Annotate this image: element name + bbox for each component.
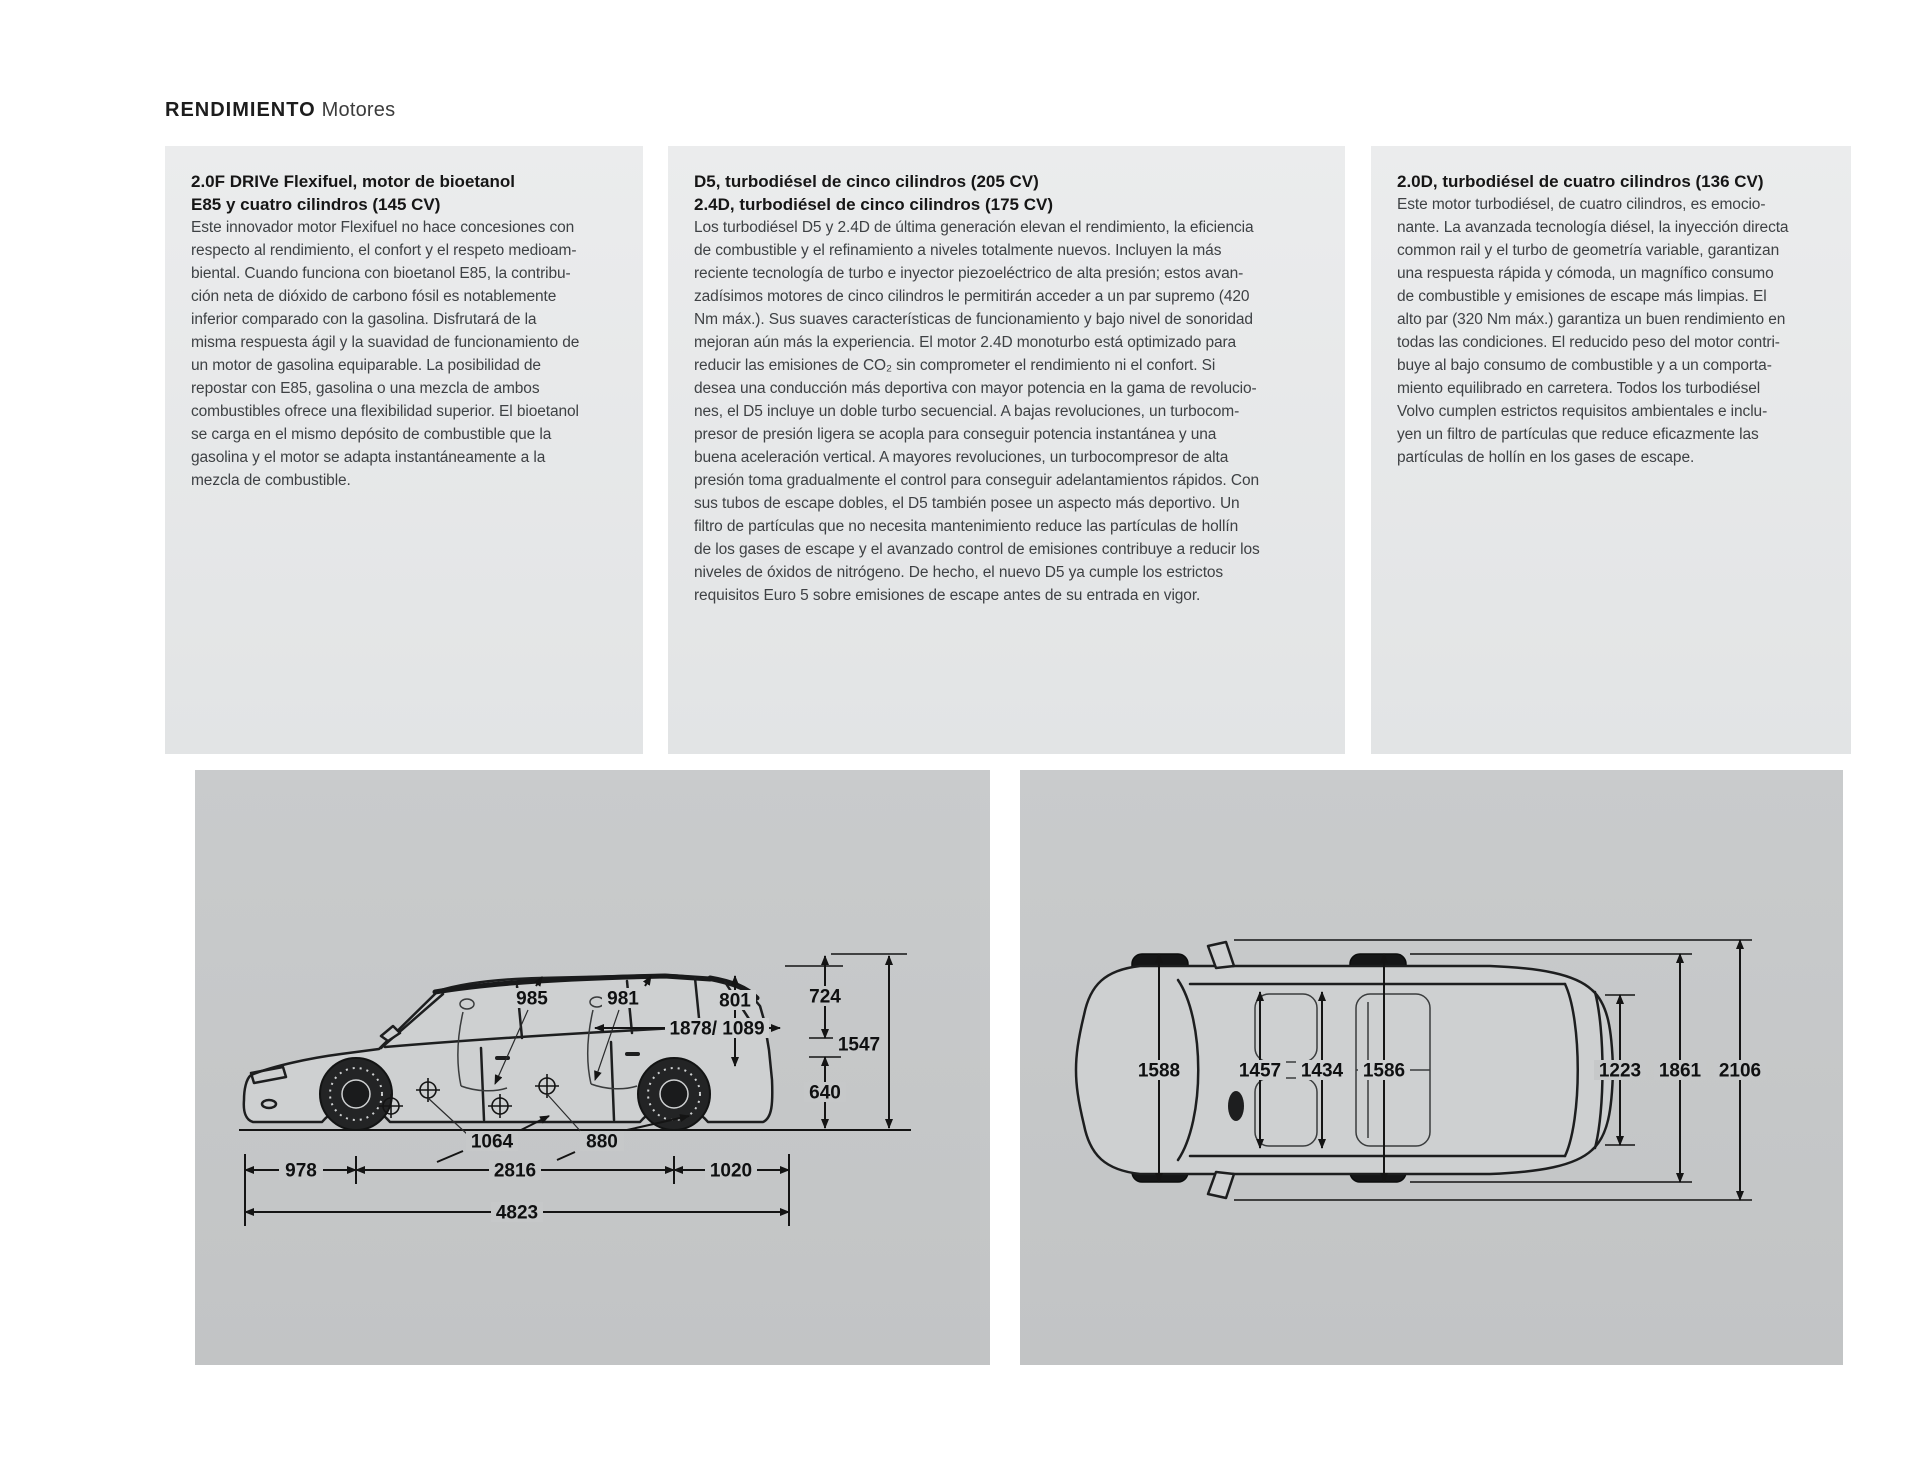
dim-rear-overhang: 1020 — [710, 1161, 752, 1182]
dim-load-height: 640 — [809, 1083, 841, 1104]
dim-floor-length-rear: 880 — [586, 1132, 618, 1153]
car-side-view — [242, 973, 774, 1131]
page-title-light: Motores — [321, 99, 396, 121]
steering-column — [1228, 1091, 1244, 1121]
front-wheel — [319, 1057, 393, 1131]
top-view-diagram: 1588 1457 1434 1586 — [1074, 939, 1766, 1201]
engine-heading-2.0d: 2.0D, turbodiésel de cuatro cilindros (1… — [1397, 172, 1764, 191]
dim-front-headroom: 985 — [516, 989, 548, 1010]
left-side-mirror — [1206, 940, 1236, 970]
dim-cargo-length: 1878/ 1089 — [669, 1019, 764, 1040]
engine-heading-d5: D5, turbodiésel de cinco cilindros (205 … — [694, 172, 1053, 214]
engine-panel-d5: D5, turbodiésel de cinco cilindros (205 … — [668, 146, 1345, 754]
windshield-top — [1176, 978, 1200, 1162]
front-seat — [457, 998, 508, 1092]
side-view-diagram: 985 981 801 1878/ 1089 — [239, 953, 911, 1226]
side-view-diagram-panel: 985 981 801 1878/ 1089 — [195, 770, 990, 1365]
dim-rear-headroom: 981 — [607, 989, 639, 1010]
dim-front-track: 1588 — [1138, 1061, 1180, 1082]
rear-door-cut — [609, 1040, 616, 1122]
dim-cargo-height: 801 — [719, 991, 751, 1012]
dim-overall-width: 2106 — [1719, 1061, 1761, 1082]
top-view-dimensions: 1588 1457 1434 1586 — [1133, 939, 1766, 1201]
dim-floor-length-front: 1064 — [471, 1132, 514, 1153]
dim-front-overhang: 978 — [285, 1161, 317, 1182]
headlight — [249, 1065, 288, 1085]
rear-door-handle — [625, 1052, 640, 1056]
page-title-bold: RENDIMIENTO — [165, 99, 316, 121]
dim-rear-track: 1586 — [1363, 1061, 1405, 1082]
front-door-cut — [479, 1046, 486, 1122]
dim-body-width: 1861 — [1659, 1061, 1702, 1082]
side-mirror — [379, 1024, 402, 1043]
dim-front-interior-width: 1457 — [1239, 1061, 1281, 1082]
dim-overall-length: 4823 — [496, 1203, 538, 1224]
engine-body-flexifuel: Este innovador motor Flexifuel no hace c… — [191, 219, 580, 489]
engine-body-d5: Los turbodiésel D5 y 2.4D de última gene… — [694, 219, 1260, 604]
engine-panel-flexifuel: 2.0F DRIVe Flexifuel, motor de bioetanol… — [165, 146, 643, 754]
dim-overall-height: 1547 — [838, 1035, 880, 1056]
engine-panel-2.0d: 2.0D, turbodiésel de cuatro cilindros (1… — [1371, 146, 1851, 754]
top-view-diagram-panel: 1588 1457 1434 1586 — [1020, 770, 1843, 1365]
side-view-dimensions: 985 981 801 1878/ 1089 — [244, 953, 907, 1226]
dim-wheelbase: 2816 — [494, 1161, 536, 1182]
dim-cargo-width: 1223 — [1599, 1061, 1641, 1082]
dim-upper-height: 724 — [809, 987, 841, 1008]
right-side-mirror — [1206, 1170, 1236, 1200]
fog-light — [260, 1098, 278, 1110]
engine-body-2.0d: Este motor turbodiésel, de cuatro cilind… — [1397, 196, 1789, 466]
dim-rear-interior-width: 1434 — [1301, 1061, 1344, 1082]
rear-window-top — [1563, 982, 1579, 1158]
rear-wheel — [637, 1057, 711, 1131]
engine-heading-flexifuel: 2.0F DRIVe Flexifuel, motor de bioetanol… — [191, 172, 516, 214]
